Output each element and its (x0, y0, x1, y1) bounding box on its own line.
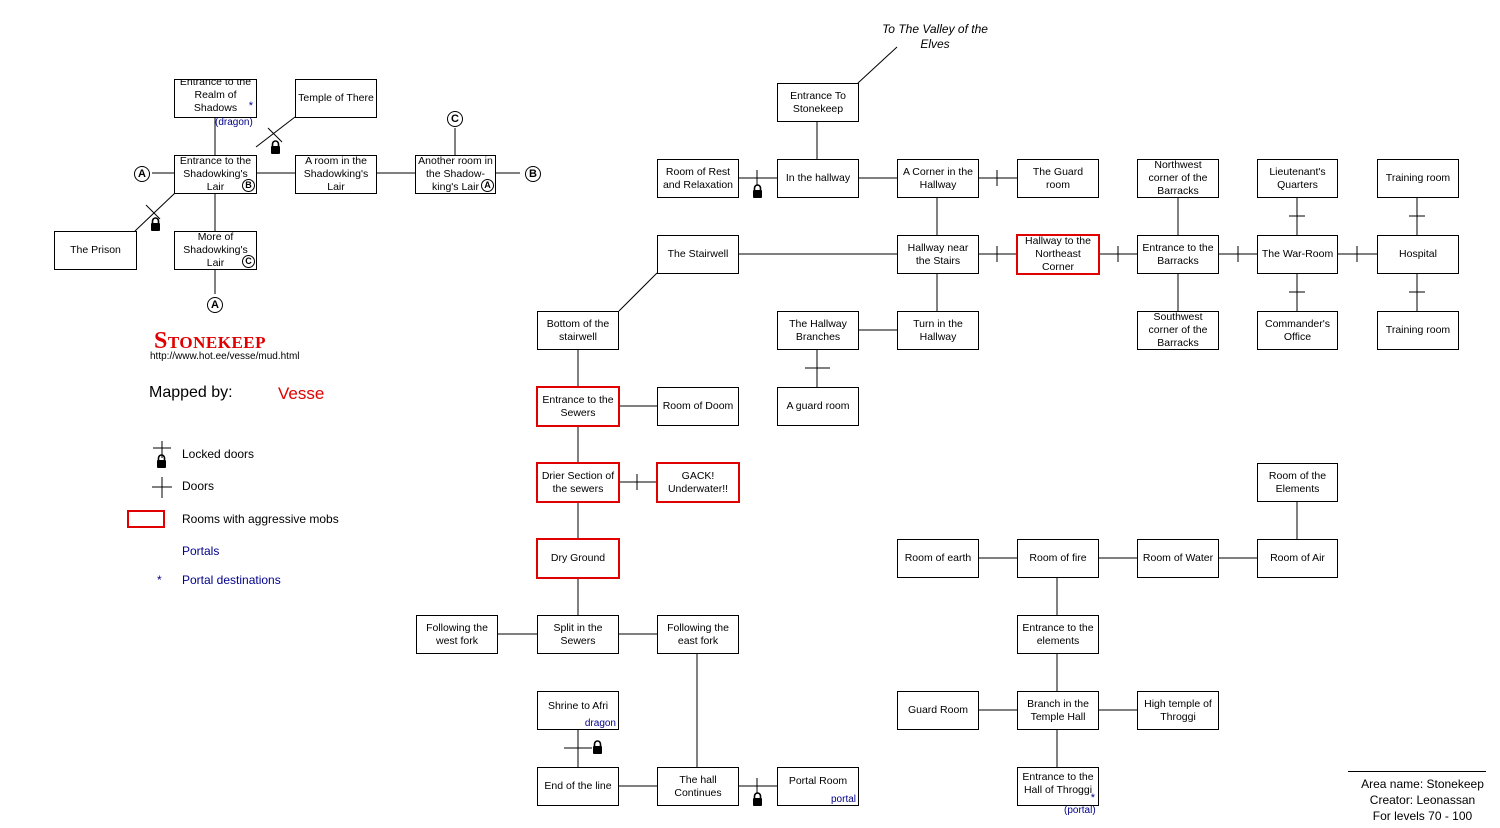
room-commander-office: Commander's Office (1257, 311, 1338, 350)
marker-b-small: B (242, 179, 255, 192)
portal-destination-marker: * (1090, 792, 1095, 804)
room-training-north: Training room (1377, 159, 1459, 198)
room-nw-barracks: Northwest corner of the Barracks (1137, 159, 1219, 198)
lock-icon (157, 454, 166, 468)
room-another-lair: Another room in the Shadow-king's Lair A (415, 155, 496, 194)
exit-valley-of-elves: To The Valley of the Elves (882, 22, 988, 51)
room-stairwell: The Stairwell (657, 235, 739, 274)
legend-locked-doors: Locked doors (182, 447, 255, 461)
marker-c-small: C (242, 255, 255, 268)
room-bottom-stairwell: Bottom of the stairwell (537, 311, 619, 350)
legend-aggressive-swatch (127, 510, 165, 528)
room-hallway-branches: The Hallway Branches (777, 311, 859, 350)
room-rest-relaxation: Room of Rest and Relaxation (657, 159, 739, 198)
room-shrine-afri: Shrine to Afri dragon (537, 691, 619, 730)
room-water: Room of Water (1137, 539, 1219, 578)
area-name: Area name: Stonekeep (1361, 777, 1484, 791)
marker-a-circle: A (134, 166, 150, 182)
room-hallway-northeast: Hallway to the Northeast Corner (1016, 234, 1100, 275)
room-lieutenant-quarters: Lieutenant's Quarters (1257, 159, 1338, 198)
room-prison: The Prison (54, 231, 137, 270)
room-hospital: Hospital (1377, 235, 1459, 274)
room-doom: Room of Doom (657, 387, 739, 426)
legend-portal-star: * (157, 573, 162, 587)
mapped-by-label: Mapped by: (149, 384, 233, 401)
room-training-south: Training room (1377, 311, 1459, 350)
room-more-lair: More of Shadowking's Lair C (174, 231, 257, 270)
marker-a-small: A (481, 179, 494, 192)
room-hall-continues: The hall Continues (657, 767, 739, 806)
room-elements: Room of the Elements (1257, 463, 1338, 502)
area-creator: Creator: Leonassan (1369, 793, 1476, 807)
room-turn-hallway: Turn in the Hallway (897, 311, 979, 350)
room-earth: Room of earth (897, 539, 979, 578)
room-gack-underwater: GACK! Underwater!! (656, 462, 740, 503)
room-dry-ground: Dry Ground (536, 538, 620, 579)
marker-c-circle: C (447, 111, 463, 127)
room-guard-room: The Guard room (1017, 159, 1099, 198)
room-corner-hallway: A Corner in the Hallway (897, 159, 979, 198)
room-shadowking-lair: A room in the Shadowking's Lair (295, 155, 377, 194)
map-url[interactable]: http://www.hot.ee/vesse/mud.html (150, 351, 300, 362)
room-split-sewers: Split in the Sewers (537, 615, 619, 654)
room-entrance-stonekeep: Entrance To Stonekeep (777, 83, 859, 122)
room-note-dragon: dragon (584, 718, 616, 729)
room-entrance-throggi: Entrance to the Hall of Throggi * (1017, 767, 1099, 806)
marker-a-circle: A (207, 297, 223, 313)
room-fire: Room of fire (1017, 539, 1099, 578)
room-entrance-elements: Entrance to the elements (1017, 615, 1099, 654)
room-note-portal: (portal) (1064, 805, 1096, 816)
lock-icon (753, 184, 762, 198)
room-entrance-realm: Entrance to the Realm of Shadows * (174, 79, 257, 118)
room-end-line: End of the line (537, 767, 619, 806)
room-entrance-lair: Entrance to the Shadowking's Lair B (174, 155, 257, 194)
room-branch-temple: Branch in the Temple Hall (1017, 691, 1099, 730)
room-entrance-sewers: Entrance to the Sewers (536, 386, 620, 427)
room-in-hallway: In the hallway (777, 159, 859, 198)
room-a-guard-room: A guard room (777, 387, 859, 426)
lock-icon (593, 740, 602, 754)
room-sw-barracks: Southwest corner of the Barracks (1137, 311, 1219, 350)
lock-icon (271, 140, 280, 154)
room-portal-room: Portal Room portal (777, 767, 859, 806)
area-levels: For levels 70 - 100 (1372, 809, 1473, 823)
room-temple-there: Temple of There (295, 79, 377, 118)
room-note-dragon: (dragon) (215, 117, 253, 128)
room-war-room: The War-Room (1257, 235, 1338, 274)
room-entrance-barracks: Entrance to the Barracks (1137, 235, 1219, 274)
room-air: Room of Air (1257, 539, 1338, 578)
portal-destination-marker: * (248, 100, 253, 112)
info-divider (1348, 771, 1486, 772)
legend-portals: Portals (182, 544, 220, 558)
room-note-portal: portal (830, 794, 856, 805)
room-drier-section: Drier Section of the sewers (536, 462, 620, 503)
lock-icon (151, 217, 160, 231)
room-east-fork: Following the east fork (657, 615, 739, 654)
map-title: Stonekeep (154, 328, 267, 354)
author-name: Vesse (278, 384, 325, 403)
lock-icon (753, 792, 762, 806)
room-high-temple: High temple of Throggi (1137, 691, 1219, 730)
room-west-fork: Following the west fork (416, 615, 498, 654)
legend-aggressive: Rooms with aggressive mobs (182, 512, 339, 526)
room-guard-room-temple: Guard Room (897, 691, 979, 730)
room-hallway-stairs: Hallway near the Stairs (897, 235, 979, 274)
legend-doors: Doors (182, 479, 215, 493)
legend-portal-destinations: Portal destinations (182, 573, 281, 587)
marker-b-circle: B (525, 166, 541, 182)
